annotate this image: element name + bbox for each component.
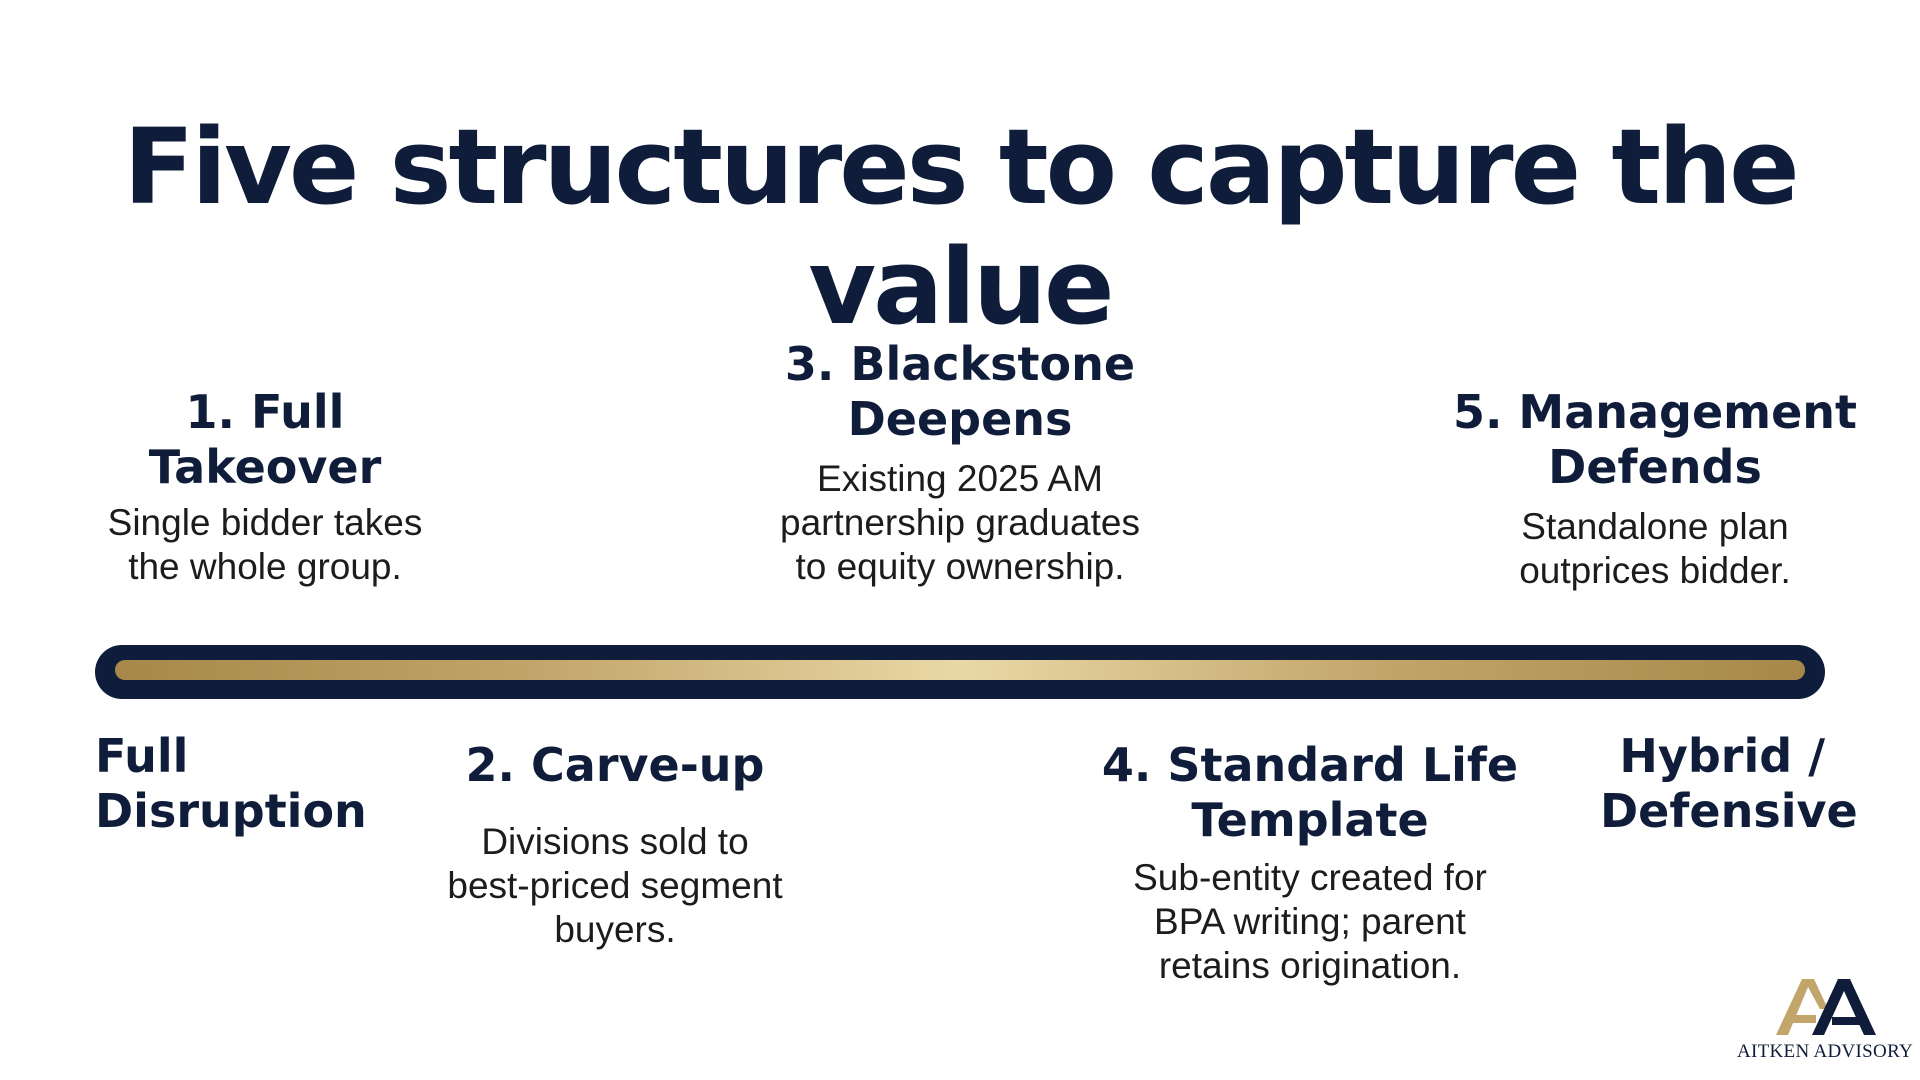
stage-5-description: Standalone plan outprices bidder. (1519, 506, 1791, 591)
stage-4-name: 4. Standard Life Template (1101, 738, 1519, 847)
stage-2-carve-up: 2. Carve-up Divisions sold to best-price… (405, 738, 825, 952)
stage-3-blackstone-deepens: 3. Blackstone Deepens Existing 2025 AM p… (745, 337, 1175, 589)
stage-3-description: Existing 2025 AM partnership graduates t… (780, 458, 1140, 587)
stage-3-name: 3. Blackstone Deepens (784, 337, 1136, 446)
pole-full-disruption: Full Disruption (95, 729, 367, 838)
stage-5-management-defends: 5. Management Defends Standalone plan ou… (1450, 385, 1860, 593)
pole-hybrid-defensive: Hybrid / Defensive (1600, 729, 1858, 838)
stage-4-standard-life-template: 4. Standard Life Template Sub-entity cre… (1090, 738, 1530, 988)
stage-2-name: 2. Carve-up (465, 738, 765, 792)
aa-monogram-icon (1776, 979, 1876, 1035)
stage-2-description: Divisions sold to best-priced segment bu… (447, 821, 783, 950)
logo-wordmark: AITKEN ADVISORY (1736, 1041, 1914, 1062)
spectrum-bar-gold-fill (115, 660, 1805, 680)
slide-title: Five structures to capture the value (123, 106, 1799, 348)
stage-1-full-takeover: 1. Full Takeover Single bidder takes the… (60, 385, 470, 589)
stage-1-description: Single bidder takes the whole group. (107, 502, 423, 587)
stage-5-name: 5. Management Defends (1452, 385, 1858, 494)
stage-1-name: 1. Full Takeover (148, 385, 382, 494)
spectrum-bar (95, 645, 1825, 699)
aitken-advisory-logo: AITKEN ADVISORY (1735, 975, 1915, 1075)
stage-4-description: Sub-entity created for BPA writing; pare… (1133, 857, 1487, 986)
